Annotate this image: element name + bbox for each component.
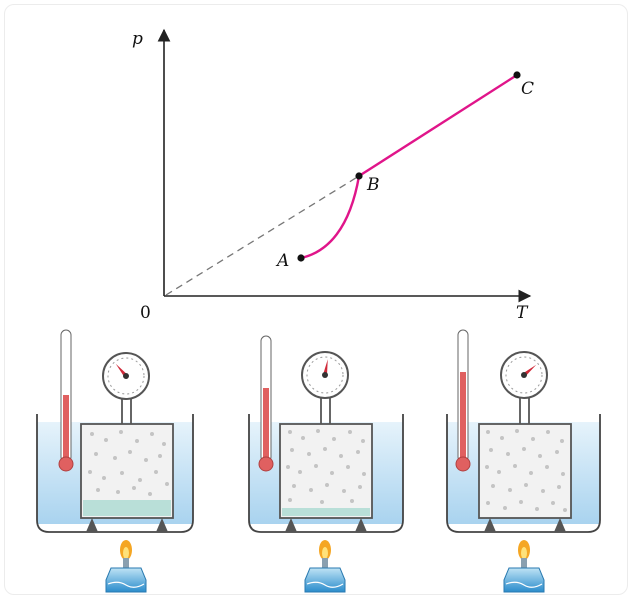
gas-particles xyxy=(286,429,366,504)
point-c xyxy=(513,71,521,79)
point-b xyxy=(355,172,363,180)
gauge-ticks xyxy=(505,356,543,394)
gauge-pivot xyxy=(322,372,328,378)
figure-frame xyxy=(4,4,628,595)
liquid-layer xyxy=(282,508,370,516)
support-leg xyxy=(484,518,496,532)
point-b-label: B xyxy=(366,175,380,195)
apparatus-c xyxy=(446,329,601,593)
burner-icon xyxy=(105,540,147,593)
support-leg xyxy=(156,518,168,532)
origin-label: 0 xyxy=(140,303,151,323)
gauge-ticks xyxy=(107,357,145,395)
thermometer-bulb xyxy=(58,456,74,472)
thermometer-fluid xyxy=(63,395,69,462)
thermometer-bulb xyxy=(258,456,274,472)
beaker xyxy=(446,414,601,533)
liquid-layer xyxy=(83,500,171,516)
gas-particles xyxy=(88,430,169,496)
thermometer-fluid xyxy=(460,372,466,462)
beaker xyxy=(36,414,194,533)
pt-graph: p T 0 A B C xyxy=(132,28,534,323)
gauge-needle xyxy=(323,359,328,376)
apparatus-b xyxy=(248,335,404,593)
burner-icon xyxy=(503,540,545,593)
gas-container xyxy=(279,423,373,519)
gauge-pivot xyxy=(521,372,527,378)
burner-icon xyxy=(304,540,346,593)
support-leg xyxy=(355,518,367,532)
point-c-label: C xyxy=(521,79,534,99)
point-a-label: A xyxy=(275,251,289,271)
gas-particles xyxy=(485,429,567,512)
y-axis-label: p xyxy=(132,29,143,49)
apparatus-a xyxy=(36,329,194,593)
line-b-to-c xyxy=(358,73,518,178)
gauge-pivot xyxy=(123,373,129,379)
thermometer-bulb xyxy=(455,456,471,472)
thermometer-fluid xyxy=(263,388,269,462)
support-leg xyxy=(86,518,98,532)
x-axis-label: T xyxy=(516,303,529,323)
support-leg xyxy=(554,518,566,532)
dashed-extrapolation-line xyxy=(165,175,360,296)
beaker xyxy=(248,414,404,533)
gas-container xyxy=(478,423,572,519)
curve-a-to-b xyxy=(300,175,361,260)
support-leg xyxy=(285,518,297,532)
gauge-ticks xyxy=(306,356,344,394)
point-a xyxy=(297,254,305,262)
